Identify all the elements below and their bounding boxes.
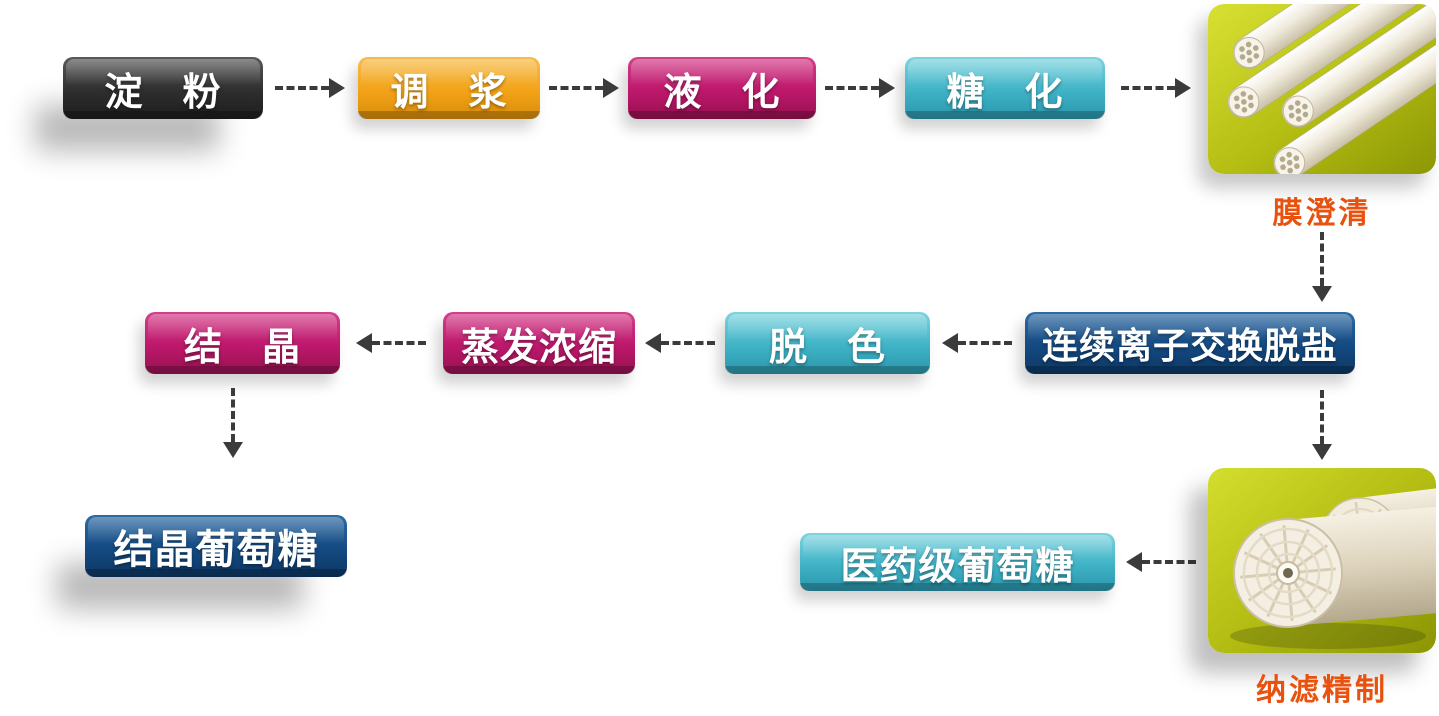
arrowhead-right-icon: [1175, 78, 1191, 98]
node-saccharification: 糖 化: [905, 57, 1105, 119]
node-crystallization: 结 晶: [145, 312, 340, 374]
ceramic-membrane-tubes-image: [1208, 4, 1436, 174]
arrow-dashed-line: [661, 341, 715, 345]
arrow-dashed-line: [1320, 390, 1324, 444]
arrow-dashed-line: [275, 86, 329, 90]
caption-nanofiltration-refining: 纳滤精制: [1256, 674, 1388, 707]
node-decolorization: 脱 色: [725, 312, 930, 374]
node-crystallization-label: 结 晶: [183, 326, 301, 369]
arrowhead-left-icon: [356, 333, 372, 353]
node-slurry: 调 浆: [358, 57, 540, 119]
arrowhead-right-icon: [329, 78, 345, 98]
node-slurry-label: 调 浆: [390, 71, 508, 114]
arrowhead-right-icon: [879, 78, 895, 98]
arrow-dashed-line: [958, 341, 1012, 345]
arrow-dashed-line: [231, 388, 235, 442]
spiral-wound-membrane-modules-image: [1208, 468, 1436, 653]
node-liquefaction-label: 液 化: [663, 71, 781, 114]
arrow-slurry-to-liquefaction: [549, 78, 619, 98]
arrow-saccharification-to-membrane: [1121, 78, 1191, 98]
caption-membrane-clarification: 膜澄清: [1272, 197, 1372, 230]
arrow-membrane-to-ion-exchange: [1312, 232, 1332, 302]
arrowhead-left-icon: [1126, 552, 1142, 572]
node-starch: 淀 粉: [63, 57, 263, 119]
node-pharma-glucose-label: 医药级葡萄糖: [840, 545, 1075, 588]
arrow-dashed-line: [825, 86, 879, 90]
arrow-ion-exchange-to-decolorization: [942, 333, 1012, 353]
node-pharma-glucose: 医药级葡萄糖: [800, 533, 1115, 591]
arrow-dashed-line: [1320, 232, 1324, 286]
node-starch-label: 淀 粉: [104, 71, 222, 114]
node-ion-exchange-label: 连续离子交换脱盐: [1041, 325, 1338, 366]
arrow-liquefaction-to-saccharification: [825, 78, 895, 98]
arrowhead-left-icon: [645, 333, 661, 353]
node-crystalline-glucose-label: 结晶葡萄糖: [113, 528, 319, 572]
arrow-decolorization-to-evaporation: [645, 333, 715, 353]
arrow-dashed-line: [1121, 86, 1175, 90]
arrow-nanofiltration-to-pharma-glucose: [1126, 552, 1196, 572]
arrowhead-down-icon: [1312, 286, 1332, 302]
arrow-dashed-line: [549, 86, 603, 90]
node-liquefaction: 液 化: [628, 57, 816, 119]
node-evaporation: 蒸发浓缩: [443, 312, 635, 374]
arrow-crystallization-to-crystalline-glucose: [223, 388, 243, 458]
node-saccharification-label: 糖 化: [946, 71, 1064, 114]
arrowhead-down-icon: [1312, 444, 1332, 460]
node-decolorization-label: 脱 色: [768, 326, 886, 369]
node-ion-exchange: 连续离子交换脱盐: [1025, 312, 1355, 374]
arrowhead-down-icon: [223, 442, 243, 458]
arrow-evaporation-to-crystallization: [356, 333, 426, 353]
arrowhead-left-icon: [942, 333, 958, 353]
node-crystalline-glucose: 结晶葡萄糖: [85, 515, 347, 577]
node-evaporation-label: 蒸发浓缩: [460, 326, 617, 369]
arrow-dashed-line: [372, 341, 426, 345]
arrow-starch-to-slurry: [275, 78, 345, 98]
arrowhead-right-icon: [603, 78, 619, 98]
arrow-ion-exchange-to-nanofiltration: [1312, 390, 1332, 460]
arrow-dashed-line: [1142, 560, 1196, 564]
